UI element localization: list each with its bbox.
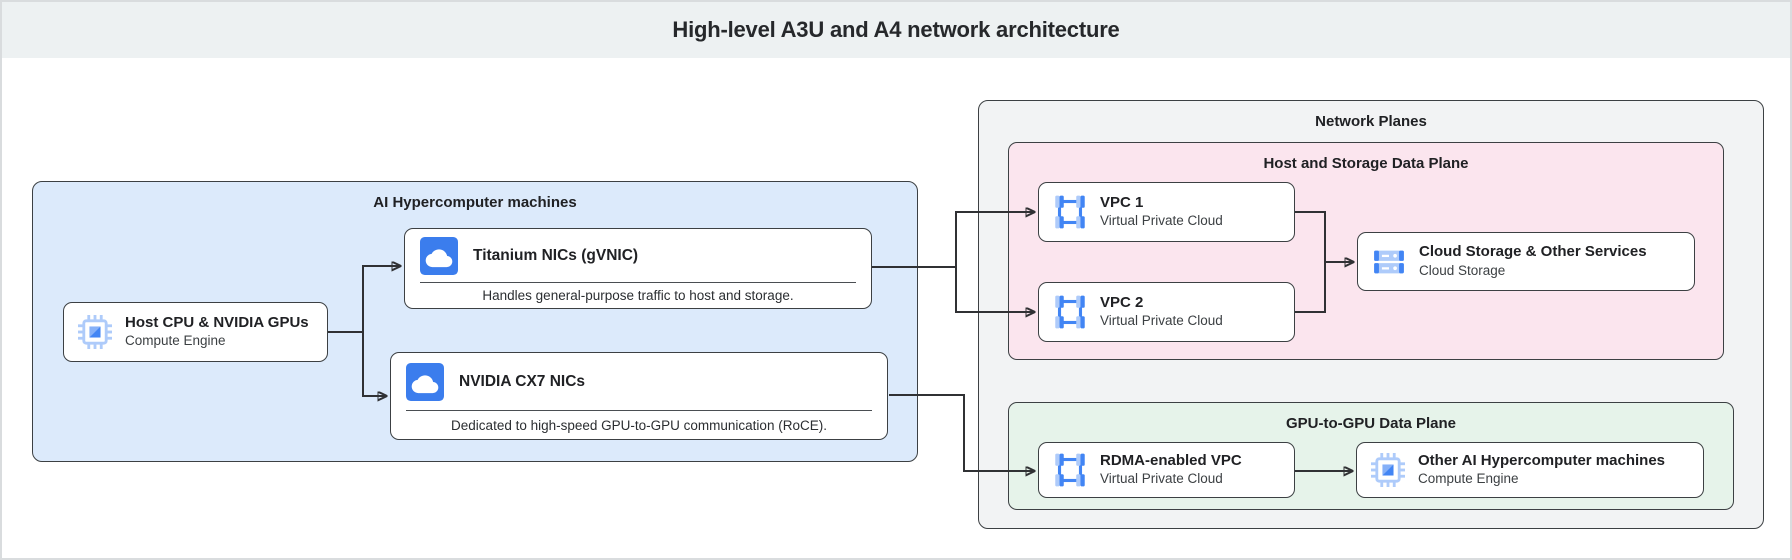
cloud-icon <box>406 363 444 401</box>
compute-engine-icon <box>1371 453 1405 487</box>
group-label-host-storage: Host and Storage Data Plane <box>1263 155 1469 172</box>
node-description: Handles general-purpose traffic to host … <box>482 288 794 303</box>
vpc-icon <box>1053 295 1087 329</box>
node-title: NVIDIA CX7 NICs <box>459 372 586 390</box>
group-label-gpu-plane: GPU-to-GPU Data Plane <box>1285 415 1457 432</box>
node-subtitle: Virtual Private Cloud <box>1100 471 1223 487</box>
vpc-icon <box>1053 453 1087 487</box>
node-subtitle: Virtual Private Cloud <box>1100 313 1223 329</box>
divider <box>420 282 856 283</box>
node-subtitle: Compute Engine <box>125 333 226 349</box>
node-host-cpu-nvidia-gpus: Host CPU & NVIDIA GPUs Compute Engine <box>63 302 328 362</box>
node-cloud-storage-other-services: Cloud Storage & Other Services Cloud Sto… <box>1357 232 1695 291</box>
diagram-header: High-level A3U and A4 network architectu… <box>2 2 1790 58</box>
node-titanium-nics: Titanium NICs (gVNIC) Handles general-pu… <box>404 228 872 309</box>
node-description: Dedicated to high-speed GPU-to-GPU commu… <box>451 417 827 433</box>
node-subtitle: Virtual Private Cloud <box>1100 213 1223 229</box>
node-subtitle: Compute Engine <box>1418 471 1519 487</box>
vpc-icon <box>1053 195 1087 229</box>
node-subtitle: Cloud Storage <box>1419 262 1506 278</box>
cloud-storage-icon <box>1372 245 1406 279</box>
node-vpc-2: VPC 2 Virtual Private Cloud <box>1038 282 1295 342</box>
node-title: Titanium NICs (gVNIC) <box>473 246 639 264</box>
node-title: VPC 2 <box>1100 293 1144 311</box>
node-vpc-1: VPC 1 Virtual Private Cloud <box>1038 182 1295 242</box>
group-label-network-planes: Network Planes <box>1315 113 1427 130</box>
node-title: RDMA-enabled VPC <box>1100 451 1242 469</box>
node-title: Other AI Hypercomputer machines <box>1418 451 1666 469</box>
node-title: Host CPU & NVIDIA GPUs <box>125 313 309 331</box>
compute-engine-icon <box>78 315 112 349</box>
node-title: Cloud Storage & Other Services <box>1419 243 1647 261</box>
node-title: VPC 1 <box>1100 193 1144 211</box>
diagram-title: High-level A3U and A4 network architectu… <box>672 17 1120 42</box>
group-label-ai-machines: AI Hypercomputer machines <box>373 194 577 211</box>
node-nvidia-cx7-nics: NVIDIA CX7 NICs Dedicated to high-speed … <box>390 352 888 440</box>
node-rdma-enabled-vpc: RDMA-enabled VPC Virtual Private Cloud <box>1038 442 1295 498</box>
divider <box>406 410 872 411</box>
node-other-ai-hypercomputer-machines: Other AI Hypercomputer machines Compute … <box>1356 442 1704 498</box>
cloud-icon <box>420 237 458 275</box>
